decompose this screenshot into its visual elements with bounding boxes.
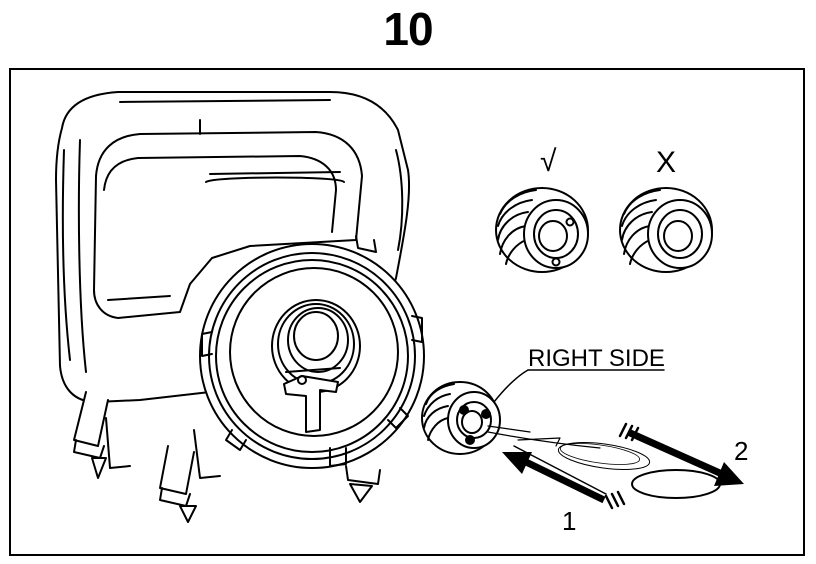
arrow-2 [618, 422, 744, 486]
incorrect-mark: X [656, 146, 676, 179]
impeller-correct [495, 187, 589, 273]
arrow-1-label: 1 [562, 506, 576, 536]
suction-feet [73, 391, 381, 523]
arrow-1 [502, 452, 626, 510]
impeller-right-side [421, 381, 601, 455]
impeller-ring [199, 235, 425, 469]
illustration-frame [9, 68, 805, 556]
correct-mark: √ [540, 145, 557, 178]
step-number: 10 [383, 3, 433, 55]
impeller-incorrect [619, 187, 713, 273]
right-side-label: RIGHT SIDE [528, 345, 665, 372]
right-side-leader [493, 369, 665, 403]
arrow-2-label: 2 [734, 436, 748, 466]
